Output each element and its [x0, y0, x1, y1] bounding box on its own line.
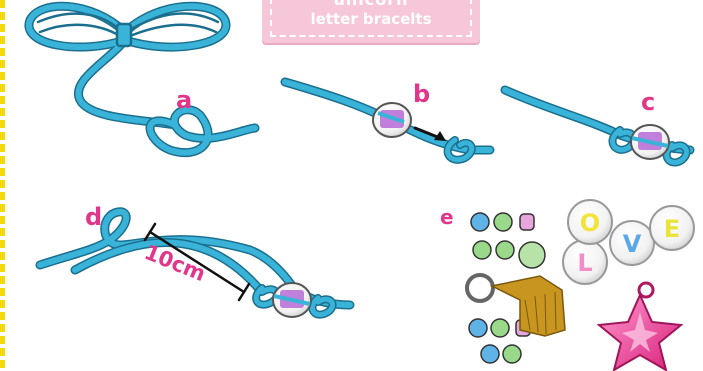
letter-bead-l: L	[563, 240, 607, 284]
bead-b	[373, 103, 411, 137]
step-label-b: b	[413, 80, 430, 108]
step-label-a: a	[176, 86, 192, 114]
star-charm	[599, 283, 681, 370]
knot-a	[150, 110, 255, 153]
letter-bead-o: O	[568, 200, 612, 244]
step-label-c: c	[641, 88, 655, 116]
letter-bead-v: V	[610, 221, 654, 265]
letter-beads: L O V E	[563, 200, 694, 284]
step-label-d: d	[85, 203, 102, 231]
bead-c	[631, 125, 669, 159]
svg-text:V: V	[623, 230, 642, 258]
bead-d	[273, 283, 311, 317]
step-label-e: e	[440, 205, 454, 229]
letter-bead-e: E	[650, 206, 694, 250]
svg-text:L: L	[577, 249, 592, 277]
svg-text:O: O	[580, 209, 600, 237]
svg-text:E: E	[664, 215, 680, 243]
